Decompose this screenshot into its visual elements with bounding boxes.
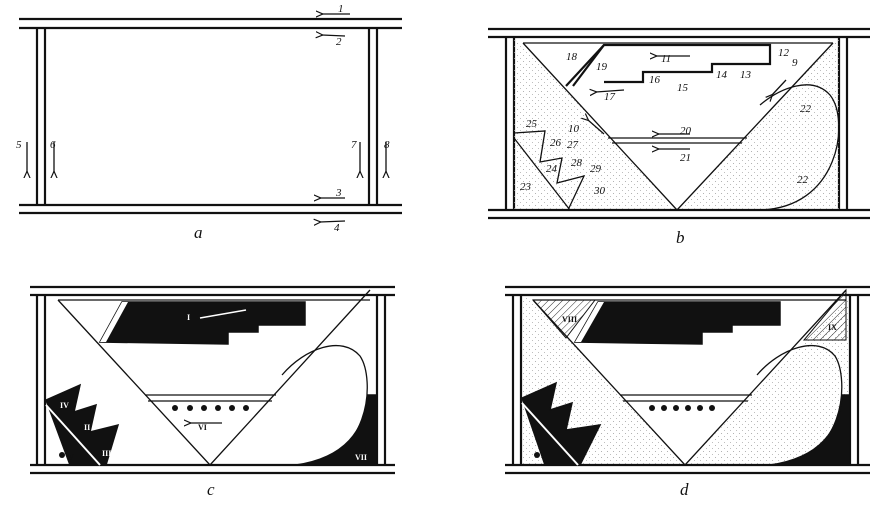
panel-c: I VI VII IV II III V c — [30, 285, 395, 499]
roman-II: II — [84, 423, 90, 432]
label-21: 21 — [680, 152, 691, 164]
label-11: 11 — [661, 53, 671, 65]
label-4: 4 — [334, 222, 340, 234]
label-3: 3 — [335, 187, 342, 199]
label-6: 6 — [50, 139, 56, 151]
label-22a: 22 — [800, 103, 812, 115]
roman-I: I — [187, 313, 190, 322]
label-15: 15 — [677, 82, 689, 94]
panel-b: 9 10 11 12 13 14 15 16 17 18 19 20 21 22… — [488, 27, 870, 247]
label-26: 26 — [550, 137, 562, 149]
label-9: 9 — [792, 57, 798, 69]
label-24: 24 — [546, 163, 558, 175]
label-1: 1 — [338, 3, 344, 15]
caption-d: d — [680, 480, 689, 499]
label-28: 28 — [571, 157, 583, 169]
label-20: 20 — [680, 125, 692, 137]
label-30: 30 — [593, 185, 606, 197]
label-19: 19 — [596, 61, 608, 73]
roman-VI: VI — [198, 423, 207, 432]
roman-VII: VII — [355, 453, 367, 462]
roman-VIII: VIII — [562, 315, 577, 324]
label-10: 10 — [568, 123, 580, 135]
label-2: 2 — [336, 36, 342, 48]
label-14: 14 — [716, 69, 728, 81]
label-5: 5 — [16, 139, 22, 151]
caption-c: c — [207, 480, 215, 499]
panel-a: 1 2 3 4 5 6 7 8 a — [16, 3, 402, 242]
label-25: 25 — [526, 118, 538, 130]
label-23: 23 — [520, 181, 532, 193]
label-8: 8 — [384, 139, 390, 151]
label-18: 18 — [566, 51, 578, 63]
caption-b: b — [676, 228, 685, 247]
dot-row-c — [172, 405, 249, 411]
roman-V: V — [68, 453, 74, 462]
label-22b: 22 — [797, 174, 809, 186]
label-7: 7 — [351, 139, 357, 151]
label-27: 27 — [567, 139, 579, 151]
roman-IV: IV — [60, 401, 69, 410]
roman-III: III — [102, 449, 111, 458]
dot-row-d — [649, 405, 715, 411]
panel-d: VIII IX d — [505, 285, 870, 499]
caption-a: a — [194, 223, 203, 242]
label-12: 12 — [778, 47, 790, 59]
label-16: 16 — [649, 74, 661, 86]
label-29: 29 — [590, 163, 602, 175]
label-13: 13 — [740, 69, 752, 81]
roman-IX: IX — [828, 323, 837, 332]
label-17: 17 — [604, 91, 616, 103]
